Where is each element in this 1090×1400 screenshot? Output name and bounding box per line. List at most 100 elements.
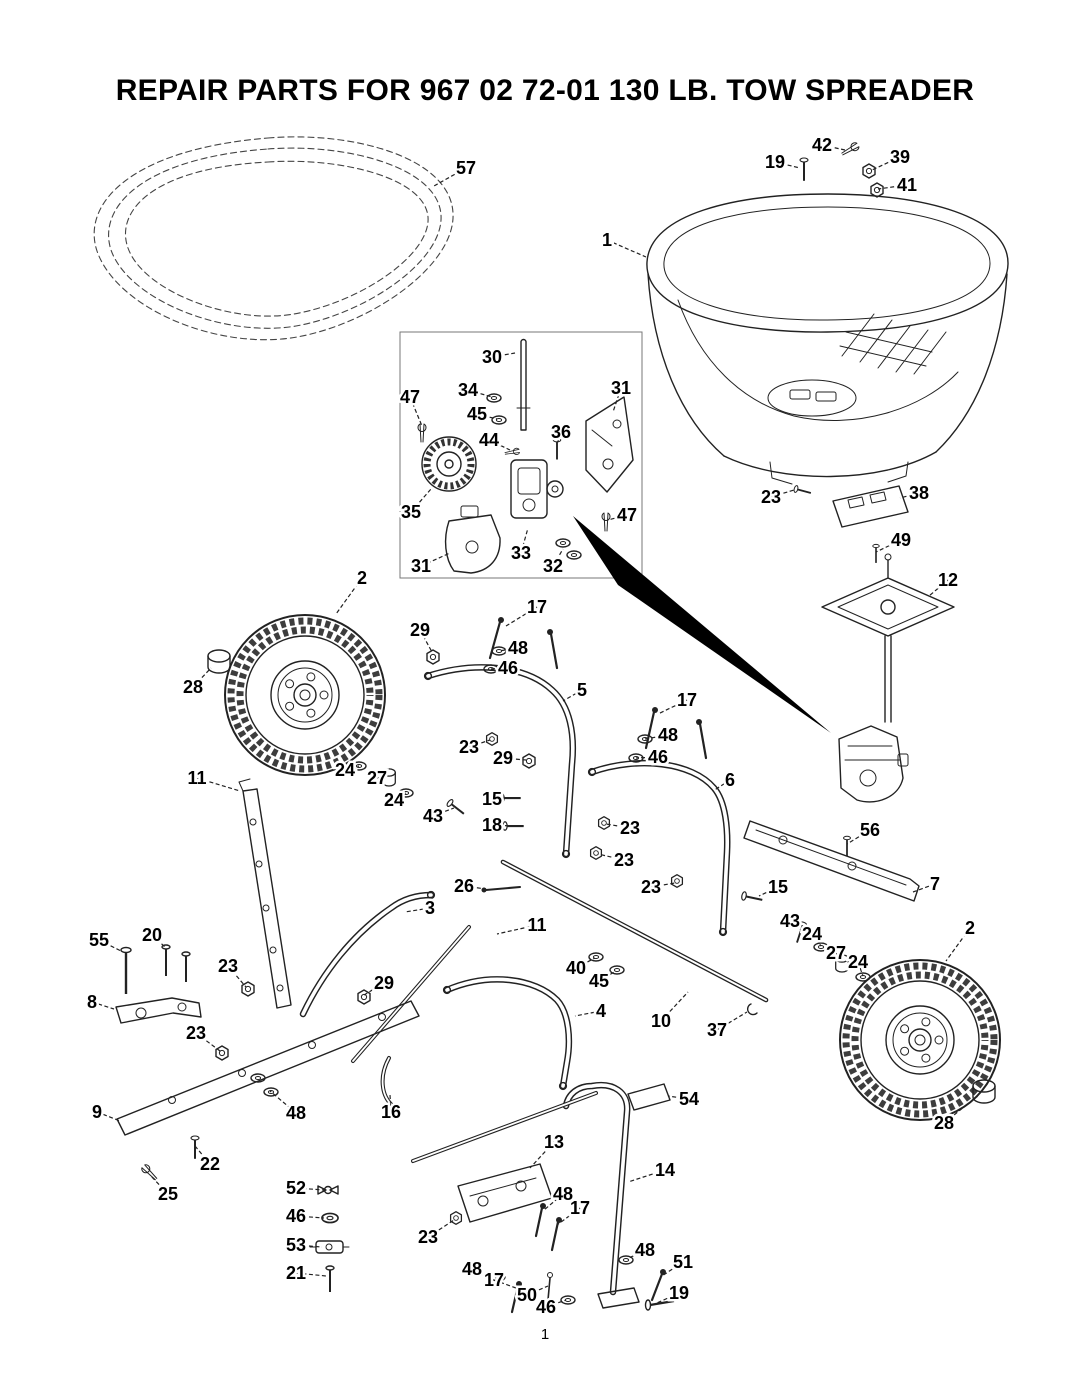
callout-leader-25 <box>149 1174 169 1195</box>
part-callout-49: 49 <box>891 530 911 550</box>
callout-leader-48 <box>269 1090 297 1114</box>
part-callout-20: 20 <box>142 925 162 945</box>
part-callout-53: 53 <box>286 1235 306 1255</box>
hopper-drawing <box>646 193 1009 485</box>
left-wheel-drawing <box>224 614 386 776</box>
part-callout-32: 32 <box>543 556 563 576</box>
callout-leader-46 <box>635 756 659 759</box>
callout-leader-19 <box>774 161 801 169</box>
agitator-assembly-drawing <box>821 485 955 803</box>
part-callout-44: 44 <box>479 430 499 450</box>
part-callout-42: 42 <box>812 135 832 155</box>
part-callout-29: 29 <box>374 973 394 993</box>
part-callout-23: 23 <box>761 487 781 507</box>
part-callout-21: 21 <box>286 1263 306 1283</box>
part-callout-47: 47 <box>400 387 420 407</box>
part-callout-48: 48 <box>635 1240 655 1260</box>
callout-leader-17 <box>657 699 688 715</box>
part-callout-18: 18 <box>482 815 502 835</box>
part-callout-54: 54 <box>679 1089 699 1109</box>
part-callout-24: 24 <box>335 760 355 780</box>
callout-leader-23 <box>468 739 491 748</box>
callout-leader-27 <box>376 774 390 779</box>
callout-leader-19 <box>656 1292 680 1304</box>
callout-leader-39 <box>871 156 901 171</box>
callout-leader-40 <box>575 957 596 969</box>
hubcap-right-drawing <box>972 1079 996 1104</box>
part-callout-25: 25 <box>158 1184 178 1204</box>
callout-leader-49 <box>875 539 902 553</box>
callout-leader-35 <box>410 488 432 513</box>
page-title: REPAIR PARTS FOR 967 02 72-01 130 LB. TO… <box>115 74 975 107</box>
callout-leader-6 <box>712 779 731 792</box>
callout-leader-21 <box>295 1272 327 1277</box>
callout-leader-23 <box>227 965 247 988</box>
callout-leader-53 <box>295 1244 323 1248</box>
callout-leader-47 <box>607 514 628 521</box>
part-callout-8: 8 <box>87 992 97 1012</box>
callout-leader-32 <box>552 548 564 567</box>
callout-leader-31 <box>612 387 622 413</box>
part-callout-31: 31 <box>611 378 631 398</box>
callout-leader-24 <box>857 961 864 977</box>
part-callout-29: 29 <box>493 748 513 768</box>
part-callout-31: 31 <box>411 556 431 576</box>
callout-leader-1 <box>606 239 647 258</box>
callout-leader-48 <box>471 1268 497 1278</box>
callout-leader-18 <box>491 824 513 827</box>
part-callout-57: 57 <box>456 158 476 178</box>
part-callout-37: 37 <box>707 1020 727 1040</box>
callout-leader-47 <box>409 396 423 427</box>
callout-leader-45 <box>476 413 498 420</box>
callout-leader-43 <box>789 920 802 931</box>
part-callout-23: 23 <box>459 737 479 757</box>
part-callout-11: 11 <box>527 915 546 935</box>
part-callout-52: 52 <box>286 1178 306 1198</box>
callout-leader-11 <box>196 777 241 792</box>
part-callout-43: 43 <box>423 806 443 826</box>
callout-leader-2 <box>945 927 971 962</box>
callout-leader-11 <box>496 924 538 935</box>
part-callout-19: 19 <box>765 152 785 172</box>
part-callout-3: 3 <box>425 898 435 918</box>
callout-leader-12 <box>928 579 949 597</box>
right-wheel-drawing <box>839 959 1001 1121</box>
callout-leader-43 <box>432 807 455 817</box>
part-callout-46: 46 <box>286 1206 306 1226</box>
part-callout-17: 17 <box>484 1270 504 1290</box>
callout-leader-8 <box>91 1001 115 1010</box>
callout-leader-5 <box>562 689 583 702</box>
part-callout-45: 45 <box>467 404 487 424</box>
part-callout-48: 48 <box>658 725 678 745</box>
callout-leader-55 <box>98 939 122 952</box>
callout-leader-20 <box>151 934 166 948</box>
part-callout-30: 30 <box>482 347 502 367</box>
part-callout-26: 26 <box>454 876 474 896</box>
hubcap-left-drawing <box>207 649 231 674</box>
callout-leader-51 <box>661 1261 684 1277</box>
part-callout-48: 48 <box>553 1184 573 1204</box>
callout-leader-48 <box>543 1193 564 1211</box>
callout-leader-15 <box>491 797 510 800</box>
part-callout-23: 23 <box>641 877 661 897</box>
callout-leader-48 <box>626 1249 646 1260</box>
part-callout-22: 22 <box>200 1154 220 1174</box>
part-callout-48: 48 <box>462 1259 482 1279</box>
part-callout-17: 17 <box>677 690 697 710</box>
callout-leader-24 <box>344 765 360 771</box>
zoom-wedge <box>573 516 831 733</box>
callout-leader-3 <box>404 907 431 913</box>
callout-leader-50 <box>526 1285 549 1296</box>
part-callout-7: 7 <box>930 874 940 894</box>
part-callout-23: 23 <box>418 1227 438 1247</box>
callout-leader-28 <box>943 1094 980 1124</box>
callout-leader-33 <box>520 527 529 554</box>
part-callout-16: 16 <box>381 1102 401 1122</box>
part-callout-35: 35 <box>401 502 421 522</box>
callout-leader-30 <box>491 352 516 358</box>
part-callout-23: 23 <box>614 850 634 870</box>
callout-leader-13 <box>529 1141 555 1169</box>
callout-leader-54 <box>667 1095 690 1100</box>
part-callout-48: 48 <box>286 1103 306 1123</box>
